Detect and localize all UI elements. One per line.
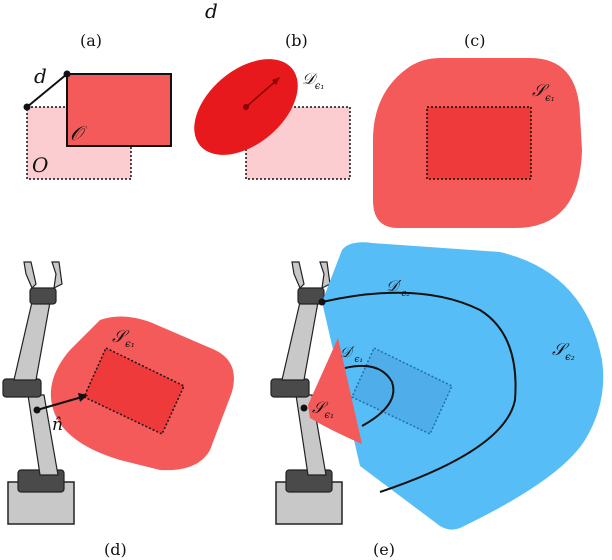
Dp-eps2-sub: ϵ₂: [401, 289, 410, 299]
S-eps2-sub-e: ϵ₂: [565, 352, 575, 363]
Dp-eps1-label: 𝒟′ϵ₁: [340, 345, 363, 365]
panel-c: (c) 𝒮ϵ₁: [373, 31, 582, 228]
S-eps1-sub-c: ϵ₁: [545, 93, 555, 104]
Dp-eps2-main: 𝒟′: [386, 277, 402, 295]
robot-upper-link: [13, 301, 51, 381]
robot-gripper-left: [23, 261, 37, 290]
ellipse-center-dot: [243, 104, 249, 110]
D-eps1-sub: ϵ₁: [315, 81, 325, 92]
robot-wrist-e: [297, 287, 325, 305]
panel-d-label: (d): [104, 540, 127, 559]
swept-region-e2: [322, 242, 604, 530]
d-label: d: [34, 64, 47, 88]
panel-a: (a) d 𝒪 O: [23, 31, 172, 180]
obstacle-original-label: O: [32, 153, 48, 177]
D-eps1-main: 𝒟: [302, 69, 318, 88]
Dp-eps2-label: 𝒟′ϵ₂: [386, 277, 410, 299]
normal-vector-arrowhead: [78, 393, 88, 402]
panel-a-label: (a): [80, 31, 102, 50]
robot-gripper-right-e: [319, 261, 331, 290]
robot-gripper-left-e: [291, 261, 305, 290]
robot-wrist: [29, 287, 57, 305]
header-symbol: d: [205, 0, 218, 23]
contact-point-e: [300, 404, 308, 412]
panel-e-label: (e): [373, 540, 395, 559]
obstacle-d: [83, 346, 185, 436]
ellipse-vector: [245, 79, 278, 108]
panel-e: (e) 𝒟′ϵ₂ 𝒟′ϵ₁ 𝒮ϵ₁ 𝒮ϵ₂: [270, 242, 604, 559]
D-eps1-label: 𝒟ϵ₁: [302, 69, 324, 92]
n-hat-label: n̂: [52, 415, 63, 435]
robot-elbow-joint-e: [270, 378, 310, 398]
Dp-eps1-sub: ϵ₁: [354, 355, 363, 365]
normal-origin-dot: [33, 406, 41, 414]
swept-region-e1: [308, 338, 362, 444]
ellipse-vector-arrowhead: [272, 77, 280, 85]
panel-b-label: (b): [285, 31, 308, 50]
displacement-vector: [26, 73, 68, 108]
robot-upper-link-e: [281, 301, 319, 381]
robot-elbow-joint: [2, 378, 42, 398]
S-eps1-sub-d: ϵ₁: [125, 339, 135, 350]
obstacle-shifted: [66, 73, 172, 147]
panel-d: (d) n̂ 𝒮ϵ₁: [2, 261, 234, 559]
obstacle-c: [426, 106, 532, 180]
robot-gripper-right: [51, 261, 63, 290]
arc-D-eps1: [344, 364, 395, 427]
Dp-eps1-main: 𝒟′: [340, 345, 355, 361]
panel-b: (b) 𝒟ϵ₁: [194, 31, 351, 180]
S-eps1-sub-e: ϵ₁: [324, 410, 334, 421]
displacement-end-dot: [63, 70, 71, 78]
panel-c-label: (c): [464, 31, 485, 50]
displacement-start-dot: [23, 103, 31, 111]
normal-vector: [36, 396, 83, 411]
arc-D-eps2-start-dot: [318, 298, 326, 306]
arc-D-eps2: [321, 291, 517, 493]
